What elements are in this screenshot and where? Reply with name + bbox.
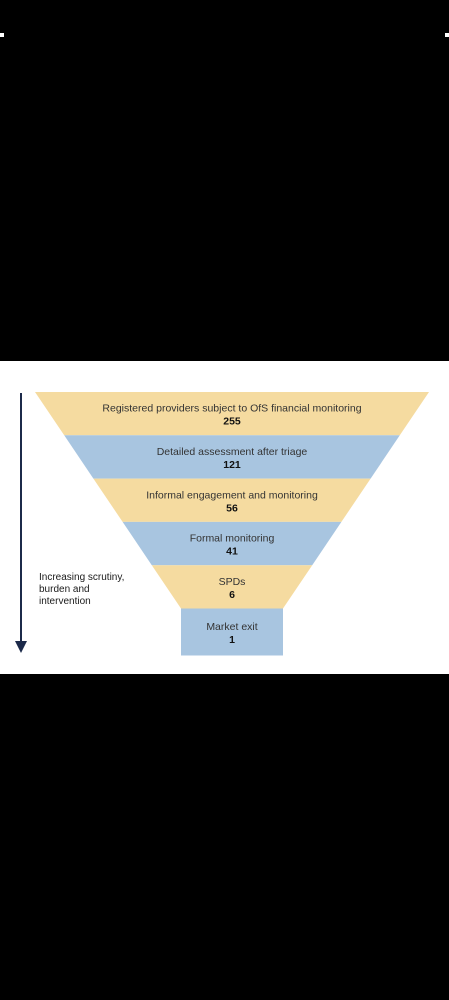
funnel-stage-value: 255	[223, 416, 241, 428]
scrutiny-arrow	[15, 393, 27, 653]
funnel-stage-band	[35, 392, 429, 436]
funnel-stage-band	[93, 478, 371, 522]
funnel-stage-band	[64, 435, 400, 479]
funnel-stage-band	[122, 521, 342, 566]
funnel-stage-label: Market exit	[206, 621, 257, 633]
funnel-stage-label: Informal engagement and monitoring	[146, 489, 318, 501]
funnel-stage-label: SPDs	[219, 576, 246, 588]
arrow-label: Increasing scrutiny, burden and interven…	[39, 572, 125, 607]
funnel-stage-label: Formal monitoring	[190, 533, 275, 545]
funnel-stage-value: 6	[229, 589, 235, 601]
funnel-stage-value: 41	[226, 546, 238, 558]
funnel-diagram-panel: Registered providers subject to OfS fina…	[0, 361, 449, 674]
corner-mark-left	[0, 33, 4, 37]
funnel-stage-value: 1	[229, 634, 235, 646]
corner-mark-right	[445, 33, 449, 37]
funnel-stage-value: 121	[223, 459, 241, 471]
funnel-stage-value: 56	[226, 502, 238, 514]
funnel-diagram: Registered providers subject to OfS fina…	[15, 392, 429, 656]
arrow-down-icon	[15, 641, 27, 653]
funnel-stage-band	[151, 565, 313, 609]
funnel-stages: Registered providers subject to OfS fina…	[35, 392, 429, 656]
funnel-stage-label: Registered providers subject to OfS fina…	[102, 403, 361, 415]
funnel-stage-band	[181, 608, 283, 656]
funnel-stage-label: Detailed assessment after triage	[157, 446, 308, 458]
